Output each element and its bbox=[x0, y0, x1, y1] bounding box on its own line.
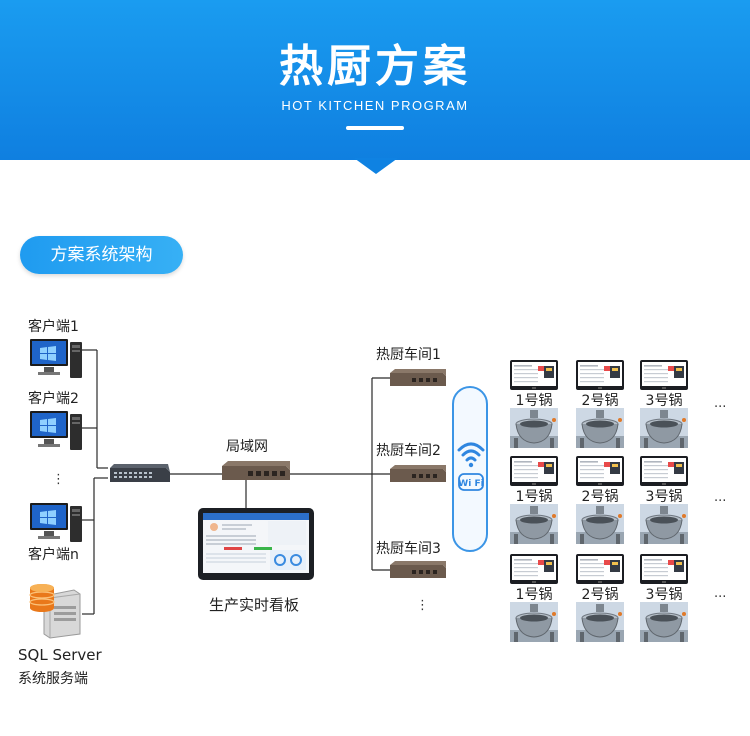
pot-label: 3号锅 bbox=[645, 393, 683, 409]
router-icon bbox=[390, 369, 446, 386]
pot-control-screen-icon bbox=[510, 456, 558, 486]
pot-control-screen-icon bbox=[640, 554, 688, 584]
pot-control-screen-icon bbox=[576, 554, 624, 584]
pot-row-1-more: ··· bbox=[714, 400, 727, 415]
title-underline bbox=[346, 126, 404, 130]
workshop-3-label: 热厨车间3 bbox=[376, 541, 441, 557]
pot-label: 3号锅 bbox=[645, 587, 683, 603]
router-icon bbox=[222, 461, 290, 480]
workshop-ellipsis: ⋮ bbox=[416, 598, 429, 613]
pot-label: 1号锅 bbox=[515, 587, 553, 603]
pot-control-screen-icon bbox=[640, 360, 688, 390]
cooking-pot-icon bbox=[640, 504, 688, 544]
cooking-pot-icon bbox=[510, 602, 558, 642]
dashboard-tablet-icon bbox=[198, 508, 314, 580]
cooking-pot-icon bbox=[576, 408, 624, 448]
cooking-pot-icon bbox=[576, 602, 624, 642]
wifi-badge-text: Wi Fi bbox=[458, 479, 483, 489]
desktop-pc-icon bbox=[30, 339, 82, 378]
network-switch-icon bbox=[110, 464, 170, 482]
server-role: 系统服务端 bbox=[18, 671, 88, 687]
page-title: 热厨方案 bbox=[279, 41, 471, 92]
server-name: SQL Server bbox=[18, 646, 102, 664]
header-banner: 热厨方案 HOT KITCHEN PROGRAM bbox=[0, 0, 750, 160]
section-title: 方案系统架构 bbox=[20, 236, 183, 274]
workshop-1-label: 热厨车间1 bbox=[376, 347, 441, 363]
pot-label: 3号锅 bbox=[645, 489, 683, 505]
client-ellipsis: ⋮ bbox=[52, 472, 65, 487]
router-icon bbox=[390, 561, 446, 578]
pot-label: 1号锅 bbox=[515, 489, 553, 505]
desktop-pc-icon bbox=[30, 411, 82, 450]
cooking-pot-icon bbox=[576, 504, 624, 544]
cooking-pot-icon bbox=[510, 504, 558, 544]
pot-control-screen-icon bbox=[576, 360, 624, 390]
client-2-label: 客户端2 bbox=[28, 391, 79, 407]
pot-control-screen-icon bbox=[576, 456, 624, 486]
wifi-icon: Wi Fi bbox=[457, 442, 485, 491]
cooking-pot-icon bbox=[510, 408, 558, 448]
client-1-label: 客户端1 bbox=[28, 319, 79, 335]
pot-row-2-more: ··· bbox=[714, 494, 727, 509]
lan-label: 局域网 bbox=[226, 439, 268, 455]
dashboard-label: 生产实时看板 bbox=[209, 596, 300, 614]
pot-label: 2号锅 bbox=[581, 393, 619, 409]
page-subtitle: HOT KITCHEN PROGRAM bbox=[281, 98, 469, 113]
database-server-icon bbox=[29, 584, 81, 639]
pot-control-screen-icon bbox=[510, 554, 558, 584]
desktop-pc-icon bbox=[30, 503, 82, 542]
wifi-panel: Wi Fi bbox=[452, 386, 488, 552]
pot-label: 2号锅 bbox=[581, 489, 619, 505]
header-notch bbox=[354, 158, 398, 174]
workshop-2-label: 热厨车间2 bbox=[376, 443, 441, 459]
cooking-pot-icon bbox=[640, 602, 688, 642]
cooking-pot-icon bbox=[640, 408, 688, 448]
pot-row-3-more: ··· bbox=[714, 590, 727, 605]
router-icon bbox=[390, 465, 446, 482]
pot-label: 1号锅 bbox=[515, 393, 553, 409]
client-n-label: 客户端n bbox=[28, 547, 79, 563]
pot-control-screen-icon bbox=[510, 360, 558, 390]
pot-label: 2号锅 bbox=[581, 587, 619, 603]
pot-control-screen-icon bbox=[640, 456, 688, 486]
